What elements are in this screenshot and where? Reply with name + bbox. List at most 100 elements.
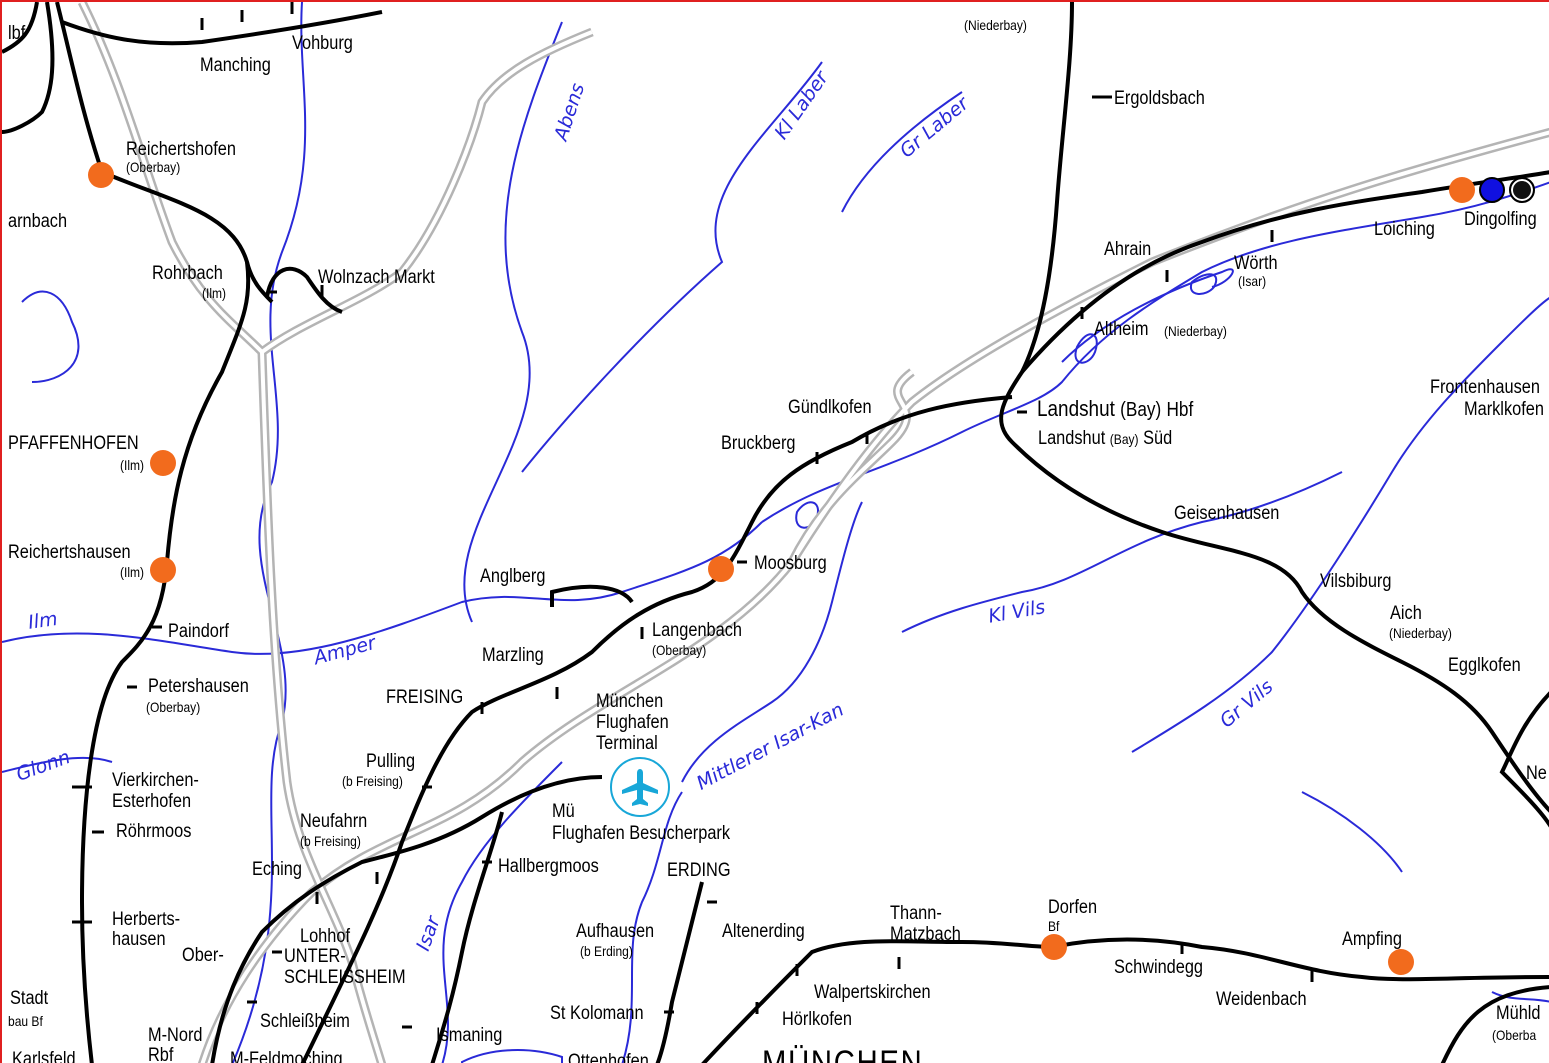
station-label-stadt: Stadt (10, 988, 49, 1009)
station-label-neufahrn-nb: (Niederbay) (964, 17, 1027, 33)
station-label-herbertshausen-2: hausen (112, 929, 166, 950)
station-label-loiching: Loiching (1374, 219, 1435, 240)
station-label-weidenbach: Weidenbach (1216, 989, 1307, 1010)
station-label-thann-2: Matzbach (890, 924, 961, 945)
station-label-hoerlkofen: Hörlkofen (782, 1009, 852, 1030)
station-label-pfaffenhofen: PFAFFENHOFEN (8, 433, 139, 454)
station-label-petershausen-sub: (Oberbay) (146, 699, 201, 715)
station-label-ahrain: Ahrain (1104, 239, 1152, 260)
station-label-reichertshausen-sub: (Ilm) (120, 564, 145, 580)
station-label-karlsfeld: Karlsfeld (12, 1049, 76, 1063)
station-label-geisenhausen: Geisenhausen (1174, 503, 1280, 524)
station-label-marklkofen: Marklkofen (1464, 399, 1544, 420)
station-label-flughafen-terminal-1: München (596, 691, 664, 712)
station-label-m-nord-2: Rbf (148, 1045, 174, 1063)
station-label-rohrbach-sub: (Ilm) (202, 285, 227, 301)
landshut-hbf-name: Landshut (1037, 396, 1115, 421)
station-label-reichertshausen: Reichertshausen (8, 542, 131, 563)
station-dot-dingolfing-blue[interactable] (1479, 177, 1505, 203)
station-label-eching: Eching (252, 859, 302, 880)
station-label-unterschleissheim-2: SCHLEISSHEIM (284, 967, 406, 988)
station-label-egglkofen: Egglkofen (1448, 655, 1521, 676)
station-label-walpertskirchen: Walpertskirchen (814, 982, 931, 1003)
station-label-woerth: Wörth (1234, 253, 1278, 274)
station-label-paindorf: Paindorf (168, 621, 229, 642)
station-dot-moosburg[interactable] (708, 556, 734, 582)
station-label-muenchen-flughafen-bp-1: Mü (552, 801, 575, 822)
landshut-hbf-suffix: Hbf (1166, 399, 1194, 421)
station-label-moosburg: Moosburg (754, 553, 827, 574)
station-dot-dingolfing[interactable] (1449, 177, 1475, 203)
station-label-dingolfing: Dingolfing (1464, 209, 1537, 230)
station-label-landshut-sued: Landshut (Bay) Süd (1038, 429, 1172, 448)
station-label-ober: Ober- (182, 945, 224, 966)
station-dot-reichertshausen[interactable] (150, 557, 176, 583)
station-label-pulling-sub: (b Freising) (342, 773, 403, 789)
station-label-muehldorf-2: (Oberba (1492, 1027, 1537, 1043)
station-label-altheim-sub: (Niederbay) (1164, 323, 1227, 339)
station-label-muenchen-flughafen-bp-2: Flughafen Besucherpark (552, 823, 731, 844)
station-label-anglberg: Anglberg (480, 566, 546, 587)
station-label-reichertshofen-sub: (Oberbay) (126, 159, 181, 175)
station-label-dorfen-1: Dorfen (1048, 897, 1098, 918)
station-label-thann-1: Thann- (890, 903, 942, 924)
station-label-ottenhofen: Ottenhofen (568, 1051, 649, 1063)
landshut-hbf-qualifier: (Bay) (1120, 399, 1162, 421)
station-label-ampfing: Ampfing (1342, 929, 1402, 950)
station-label-reichertshofen: Reichertshofen (126, 139, 236, 160)
station-label-marzling: Marzling (482, 645, 544, 666)
station-label-lohhof: Lohhof (300, 926, 350, 947)
station-label-unterschleissheim-1: UNTER- (284, 946, 346, 967)
station-label-langenbach-sub: (Oberbay) (652, 642, 707, 658)
station-label-dorfen-2: Bf (1048, 918, 1060, 934)
station-dot-pfaffenhofen[interactable] (150, 450, 176, 476)
station-label-schleissheim: Schleißheim (260, 1011, 350, 1032)
station-label-bau-bf: bau Bf (8, 1013, 43, 1029)
station-label-herbertshausen-1: Herberts- (112, 909, 181, 930)
station-label-guendlkofen: Gündlkofen (788, 397, 872, 418)
station-label-langenbach: Langenbach (652, 620, 742, 641)
station-label-flughafen-terminal-3: Terminal (596, 733, 658, 754)
station-dot-reichertshofen[interactable] (88, 162, 114, 188)
airport-marker[interactable] (610, 757, 670, 817)
station-label-bruckberg: Bruckberg (721, 433, 796, 454)
station-label-pulling: Pulling (366, 751, 416, 772)
station-label-woerth-sub: (Isar) (1238, 273, 1267, 289)
station-label-aich-sub: (Niederbay) (1389, 625, 1452, 641)
station-label-neumarkt: Ne (1526, 763, 1547, 784)
station-label-flughafen-terminal-2: Flughafen (596, 712, 669, 733)
station-label-altheim: Altheim (1094, 319, 1149, 340)
station-label-muehldorf-1: Mühld (1496, 1003, 1541, 1024)
station-label-frontenhausen: Frontenhausen (1430, 377, 1540, 398)
landshut-sued-qualifier: (Bay) (1109, 431, 1139, 447)
station-label-freising: FREISING (386, 687, 464, 708)
station-label-rohrbach: Rohrbach (152, 263, 223, 284)
river-label-ilm: Ilm (26, 607, 59, 634)
station-label-wolnzach: Wolnzach Markt (318, 267, 435, 288)
station-label-ismaning: Ismaning (436, 1025, 503, 1046)
station-label-manching: Manching (200, 55, 271, 76)
station-label-neufahrn: Neufahrn (300, 811, 368, 832)
station-label-m-nord-1: M-Nord (148, 1025, 203, 1046)
station-label-roehrmoos: Röhrmoos (116, 821, 192, 842)
station-label-vohburg: Vohburg (292, 33, 353, 54)
station-label-ingolstadt: lbf (8, 23, 26, 44)
station-label-erding: ERDING (667, 860, 731, 881)
landshut-sued-suffix: Süd (1143, 428, 1173, 449)
station-dot-dingolfing-black[interactable] (1509, 177, 1535, 203)
station-label-schwindegg: Schwindegg (1114, 957, 1204, 978)
station-label-landshut-hbf: Landshut (Bay) Hbf (1037, 396, 1194, 421)
station-label-m-feldmoching: M-Feldmoching (230, 1049, 343, 1063)
station-label-petershausen: Petershausen (148, 676, 249, 697)
airplane-icon (622, 769, 658, 806)
landshut-sued-name: Landshut (1038, 428, 1106, 449)
station-label-arnbach: arnbach (8, 211, 68, 232)
station-label-ergoldsbach: Ergoldsbach (1114, 88, 1205, 109)
station-label-st-kolomann: St Kolomann (550, 1003, 644, 1024)
station-label-hallbergmoos: Hallbergmoos (498, 856, 599, 877)
station-label-aufhausen-sub: (b Erding) (580, 943, 633, 959)
station-dot-ampfing[interactable] (1388, 949, 1414, 975)
station-dot-dorfen[interactable] (1041, 934, 1067, 960)
